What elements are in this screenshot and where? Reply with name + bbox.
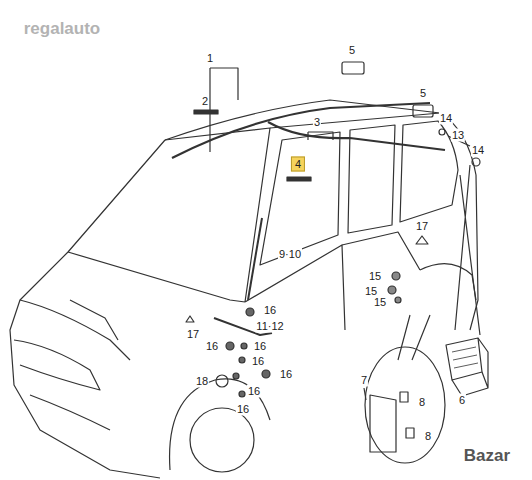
callout-number: 2 (201, 95, 209, 108)
callout-number: 15 (368, 270, 382, 283)
callout-number: 16 (236, 403, 250, 416)
callout-number: 8 (424, 430, 432, 443)
callout-number: 16 (263, 304, 277, 317)
callout-number: 8 (418, 396, 426, 409)
watermark: Bazar (463, 446, 511, 465)
callout-number: 17 (186, 328, 200, 341)
callout-number: 13 (451, 129, 465, 142)
callout-number: 17 (415, 220, 429, 233)
callout-number: 16 (253, 340, 267, 353)
callout-number: 5 (348, 44, 356, 57)
callout-number: 14 (439, 112, 453, 125)
watermark: regalauto (23, 19, 102, 38)
callout-number: 6 (458, 394, 466, 407)
callout-number: 1 (206, 52, 214, 65)
callout-number: 14 (471, 144, 485, 157)
callout-number: 11·12 (255, 320, 284, 333)
callout-number: 9·10 (278, 248, 302, 261)
callout-number: 3 (313, 116, 321, 129)
callout-number: 16 (251, 355, 265, 368)
callout-number: 7 (360, 374, 368, 387)
callout-number: 5 (419, 87, 427, 100)
callout-number: 16 (205, 340, 219, 353)
callout-number: 16 (247, 385, 261, 398)
callout-number: 15 (373, 296, 387, 309)
callout-number: 4 (291, 157, 305, 172)
callout-number: 16 (279, 368, 293, 381)
callout-number: 18 (195, 375, 209, 388)
